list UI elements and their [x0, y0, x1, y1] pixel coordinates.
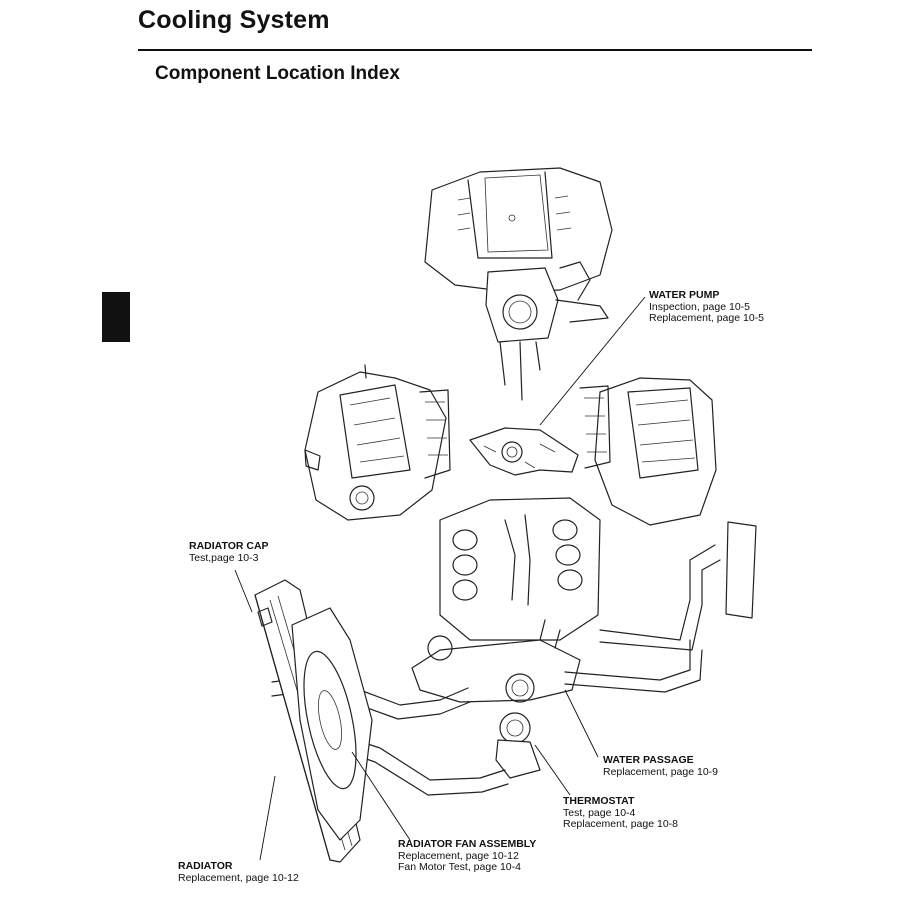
- callout-radiator-cap: RADIATOR CAP Test,page 10-3: [189, 540, 269, 564]
- callout-radiator-fan-assembly-line: Replacement, page 10-12: [398, 849, 519, 862]
- right-cylinder-head-illustration: [579, 377, 717, 526]
- callout-leader-lines: [234, 296, 646, 861]
- intake-manifold-illustration: [424, 167, 613, 401]
- callout-radiator-line: Replacement, page 10-12: [178, 871, 299, 884]
- radiator-fan-assembly-illustration: [291, 607, 373, 841]
- section-tab-marker: [102, 292, 130, 342]
- callout-radiator-fan-assembly-name: RADIATOR FAN ASSEMBLY: [398, 838, 537, 850]
- coolant-hoses-illustration: [271, 521, 757, 796]
- callout-radiator-fan-assembly: RADIATOR FAN ASSEMBLY Replacement, page …: [398, 838, 537, 874]
- callout-water-passage-line: Replacement, page 10-9: [603, 765, 718, 778]
- title-rule: [138, 49, 812, 51]
- callout-thermostat-line: Replacement, page 10-8: [563, 818, 678, 830]
- page-subtitle: Component Location Index: [155, 63, 400, 84]
- water-pump-illustration: [469, 427, 579, 476]
- water-passage-illustration: [411, 619, 581, 703]
- callout-water-passage-name: WATER PASSAGE: [603, 754, 694, 766]
- thermostat-illustration: [495, 712, 541, 779]
- callout-thermostat: THERMOSTAT Test, page 10-4 Replacement, …: [563, 795, 678, 831]
- callout-radiator-cap-line: Test,page 10-3: [189, 551, 259, 564]
- left-cylinder-head-illustration: [304, 364, 451, 521]
- engine-block-illustration: [439, 497, 601, 641]
- callout-radiator: RADIATOR Replacement, page 10-12: [178, 860, 299, 884]
- callout-thermostat-line: Test, page 10-4: [563, 806, 636, 819]
- callout-water-pump-line: Inspection, page 10-5: [649, 300, 750, 313]
- page-title: Cooling System: [138, 6, 330, 34]
- callout-radiator-cap-name: RADIATOR CAP: [189, 540, 269, 552]
- callout-water-passage: WATER PASSAGE Replacement, page 10-9: [603, 754, 718, 778]
- callout-radiator-fan-assembly-line: Fan Motor Test, page 10-4: [398, 861, 521, 873]
- callout-radiator-name: RADIATOR: [178, 860, 233, 872]
- callout-water-pump: WATER PUMP Inspection, page 10-5 Replace…: [649, 289, 764, 325]
- callout-water-pump-line: Replacement, page 10-5: [649, 312, 764, 324]
- callout-water-pump-name: WATER PUMP: [649, 289, 720, 301]
- callout-thermostat-name: THERMOSTAT: [563, 795, 635, 807]
